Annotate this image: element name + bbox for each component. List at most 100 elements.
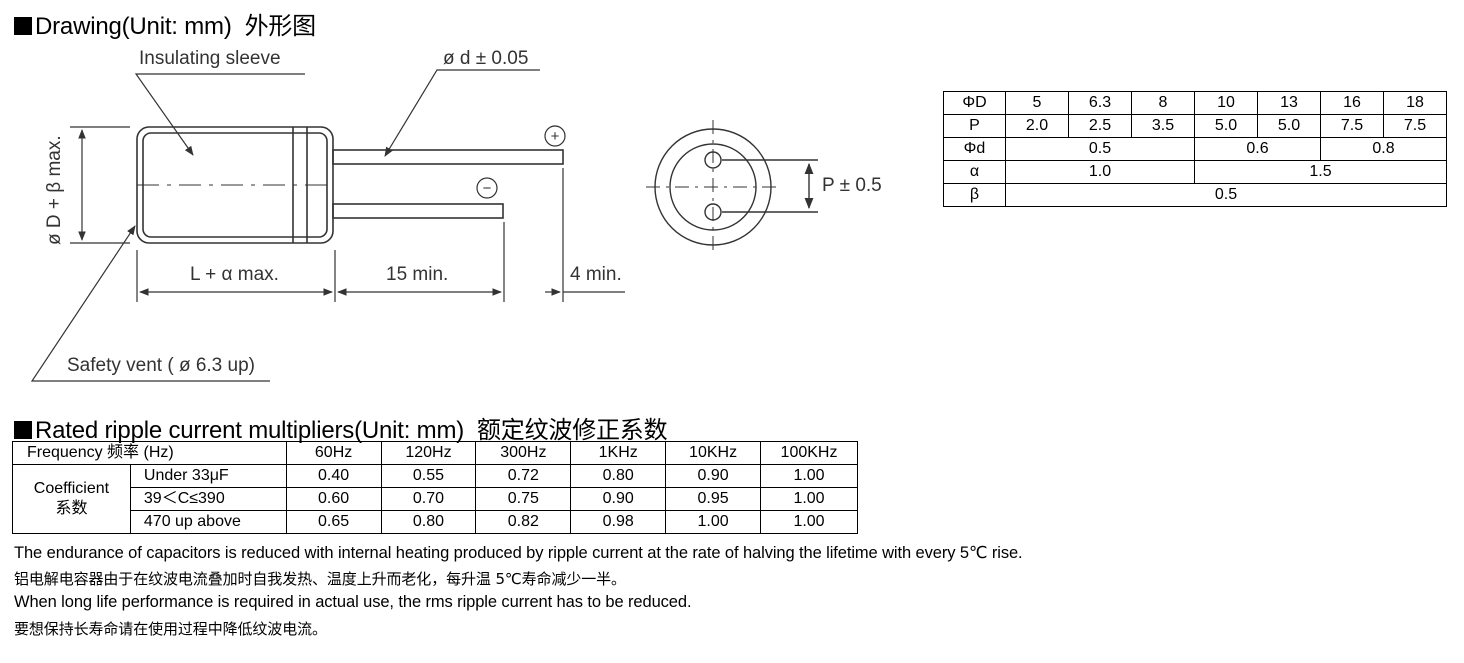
coefficient-value-cell: 0.40 bbox=[285, 464, 382, 488]
coefficient-value-cell: 1.00 bbox=[665, 510, 762, 534]
diameter-dimension bbox=[70, 126, 130, 244]
dimension-cell: 0.5 bbox=[1005, 183, 1447, 207]
frequency-header-120hz: 120Hz bbox=[380, 441, 477, 465]
coefficient-value-cell: 0.55 bbox=[380, 464, 477, 488]
coefficient-value-cell: 0.82 bbox=[475, 510, 572, 534]
dimension-cell: 1.0 bbox=[1005, 160, 1195, 184]
frequency-header-60hz: 60Hz bbox=[285, 441, 382, 465]
dimension-row-label: P bbox=[943, 114, 1006, 138]
coefficient-value-cell: 0.60 bbox=[285, 487, 382, 511]
minus-sign-text: − bbox=[483, 180, 492, 197]
diameter-max-label: ø D + β max. bbox=[44, 135, 65, 245]
dimension-cell: 7.5 bbox=[1383, 114, 1447, 138]
note-long-life-cn: 要想保持长寿命请在使用过程中降低纹波电流。 bbox=[14, 620, 327, 638]
dimension-row-label: ΦD bbox=[943, 91, 1006, 115]
dimension-cell: 8 bbox=[1131, 91, 1195, 115]
dimension-row-label: α bbox=[943, 160, 1006, 184]
tip-min-label: 4 min. bbox=[570, 264, 622, 285]
coefficient-value-cell: 0.80 bbox=[380, 510, 477, 534]
note-endurance-en: The endurance of capacitors is reduced w… bbox=[14, 544, 1023, 562]
drawing-title-text: Drawing(Unit: mm) bbox=[35, 13, 232, 40]
capacitor-body bbox=[136, 126, 334, 244]
dimension-cell: 13 bbox=[1257, 91, 1321, 115]
frequency-header-cell: Frequency 频率 (Hz) bbox=[12, 441, 287, 465]
coefficient-value-cell: 0.70 bbox=[380, 487, 477, 511]
dimension-cell: 0.5 bbox=[1005, 137, 1195, 161]
capacitance-condition-cell: Under 33μF bbox=[129, 464, 287, 488]
ripple-title-text: Rated ripple current multipliers(Unit: m… bbox=[35, 417, 465, 444]
ripple-title-cn: 额定纹波修正系数 bbox=[477, 417, 668, 444]
capacitor-drawing: + − Insulating sleeve ø d ± 0.05 ø D + β… bbox=[30, 48, 882, 382]
minus-polarity-icon: − bbox=[476, 177, 498, 199]
dimension-cell: 0.8 bbox=[1320, 137, 1447, 161]
coefficient-value-cell: 0.98 bbox=[570, 510, 667, 534]
dimension-cell: 16 bbox=[1320, 91, 1384, 115]
dimension-cell: 1.5 bbox=[1194, 160, 1447, 184]
coefficient-label: Coefficient bbox=[33, 480, 110, 497]
frequency-header-100khz: 100KHz bbox=[760, 441, 858, 465]
dimension-cell: 0.6 bbox=[1194, 137, 1321, 161]
capacitor-leads bbox=[332, 149, 564, 219]
frequency-header-300hz: 300Hz bbox=[475, 441, 572, 465]
bullet-square-icon bbox=[14, 17, 32, 35]
plus-polarity-icon: + bbox=[544, 125, 566, 147]
safety-vent-label: Safety vent ( ø 6.3 up) bbox=[67, 355, 255, 376]
pitch-label: P ± 0.5 bbox=[822, 175, 882, 196]
note-endurance-cn: 铝电解电容器由于在纹波电流叠加时自我发热、温度上升而老化，每升温 5℃寿命减少一… bbox=[14, 570, 626, 588]
coefficient-value-cell: 1.00 bbox=[760, 464, 858, 488]
coefficient-label-cell: Coefficient 系数 bbox=[12, 464, 131, 534]
dimension-cell: 5 bbox=[1005, 91, 1069, 115]
insulating-sleeve-leader bbox=[134, 73, 305, 156]
bullet-square-icon bbox=[14, 421, 32, 439]
dimension-cell: 2.0 bbox=[1005, 114, 1069, 138]
coefficient-value-cell: 0.80 bbox=[570, 464, 667, 488]
lead-min-label: 15 min. bbox=[386, 264, 448, 285]
drawing-title-cn: 外形图 bbox=[244, 13, 317, 40]
capacitance-condition-cell: 470 up above bbox=[129, 510, 287, 534]
dimension-cell: 2.5 bbox=[1068, 114, 1132, 138]
dimension-cell: 6.3 bbox=[1068, 91, 1132, 115]
insulating-sleeve-label: Insulating sleeve bbox=[139, 48, 281, 69]
coefficient-value-cell: 0.95 bbox=[665, 487, 762, 511]
coefficient-value-cell: 0.90 bbox=[665, 464, 762, 488]
dimension-row-label: Φd bbox=[943, 137, 1006, 161]
dimension-cell: 10 bbox=[1194, 91, 1258, 115]
length-dimensions bbox=[136, 168, 625, 302]
lead-diameter-label: ø d ± 0.05 bbox=[443, 48, 528, 69]
dimension-cell: 7.5 bbox=[1320, 114, 1384, 138]
coefficient-value-cell: 0.72 bbox=[475, 464, 572, 488]
end-view-diagram bbox=[646, 120, 818, 254]
dimension-row-label: β bbox=[943, 183, 1006, 207]
note-long-life-en: When long life performance is required i… bbox=[14, 593, 692, 611]
lead-diameter-leader bbox=[384, 69, 540, 157]
length-max-label: L + α max. bbox=[190, 264, 279, 285]
coefficient-value-cell: 0.75 bbox=[475, 487, 572, 511]
coefficient-value-cell: 0.90 bbox=[570, 487, 667, 511]
capacitance-condition-cell: 39＜C≤390 bbox=[129, 487, 287, 511]
coefficient-value-cell: 1.00 bbox=[760, 510, 858, 534]
frequency-header-1khz: 1KHz bbox=[570, 441, 667, 465]
dimension-cell: 3.5 bbox=[1131, 114, 1195, 138]
drawing-section-title: Drawing(Unit: mm) 外形图 bbox=[14, 6, 316, 41]
safety-vent-leader bbox=[30, 225, 270, 382]
ripple-section-title: Rated ripple current multipliers(Unit: m… bbox=[14, 410, 668, 445]
dimension-cell: 5.0 bbox=[1257, 114, 1321, 138]
frequency-header-10khz: 10KHz bbox=[665, 441, 762, 465]
coefficient-value-cell: 1.00 bbox=[760, 487, 858, 511]
coefficient-label-cn: 系数 bbox=[55, 500, 88, 517]
dimension-cell: 18 bbox=[1383, 91, 1447, 115]
dimension-cell: 5.0 bbox=[1194, 114, 1258, 138]
